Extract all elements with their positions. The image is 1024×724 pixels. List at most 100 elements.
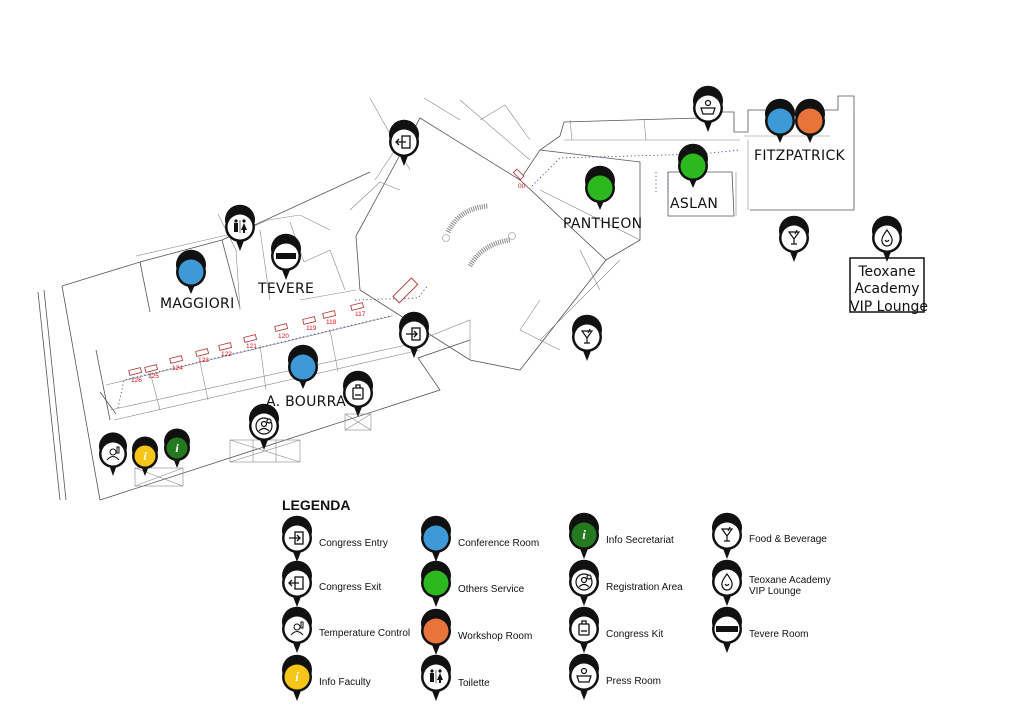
booth: 117 (350, 302, 366, 318)
legend-item: Workshop Room (421, 608, 532, 655)
booth-number: 117 (355, 311, 366, 318)
others-service-pin[interactable] (678, 143, 708, 188)
teoxane-label-line3: VIP Lounge (850, 299, 928, 315)
legend-label: Info Faculty (319, 677, 371, 688)
congress-entry-icon (289, 531, 304, 545)
svg-text:i: i (143, 449, 147, 463)
booth: 121 (243, 334, 257, 350)
legend-item: i Info Secretariat (569, 512, 674, 559)
conference-room-pin[interactable] (176, 249, 206, 294)
legend-label: Congress Kit (606, 629, 663, 640)
legend-label: Teoxane Academy (749, 575, 831, 586)
legend-label: Congress Entry (319, 538, 388, 549)
staircase (442, 203, 516, 268)
legend-label: Workshop Room (458, 631, 532, 642)
booth: 124 (169, 355, 183, 372)
tevere-room-icon (276, 253, 296, 259)
booth-number: 00 (518, 183, 526, 190)
legend-item: Conference Room (421, 515, 539, 562)
legend-item: i Info Faculty (282, 654, 371, 701)
booth: 122 (218, 342, 232, 358)
registration-area-pin[interactable] (249, 403, 279, 450)
legend-item: Congress Kit (569, 606, 663, 653)
congress-kit-icon (352, 384, 364, 400)
press-room-pin[interactable] (693, 85, 723, 132)
teoxane-label-line1: Teoxane (857, 264, 915, 280)
room-label-fitzpatrick: FITZPATRICK (754, 148, 846, 164)
registration-desk (134, 413, 372, 487)
tevere-room-icon (716, 626, 738, 632)
legend-item: Toilette (421, 654, 490, 701)
booth-number: 120 (278, 333, 289, 340)
booth-number: 124 (172, 365, 183, 372)
legend-item: Congress Entry (282, 515, 388, 562)
booth: 125 (144, 364, 159, 380)
food-beverage-pin[interactable] (779, 215, 809, 262)
workshop-room-pin[interactable] (795, 98, 825, 143)
temperature-control-icon (290, 621, 304, 636)
legend-item: Others Service (421, 560, 525, 607)
legend-item: Registration Area (569, 559, 683, 606)
legend-item: Temperature Control (282, 606, 410, 653)
toilette-icon (234, 219, 247, 233)
food-beverage-icon (580, 328, 594, 344)
conference-room-icon (423, 525, 449, 551)
tevere-room-pin[interactable] (271, 233, 301, 280)
legend-label: Conference Room (458, 538, 539, 549)
congress-kit-icon (578, 620, 590, 636)
toilette-pin[interactable] (225, 204, 255, 251)
room-label-pantheon: PANTHEON (563, 216, 642, 232)
congress-kit-pin[interactable] (343, 370, 373, 417)
room-label-maggiori: MAGGIORI (160, 296, 235, 312)
booth-number: 119 (306, 325, 317, 332)
teoxane-lounge-icon (721, 572, 733, 591)
info-secretariat-pin[interactable]: i (164, 428, 190, 468)
booth: 119 (302, 316, 317, 332)
conference-room-pin[interactable] (288, 344, 318, 389)
legend-item: Teoxane Academy VIP Lounge (712, 559, 831, 606)
temperature-control-pin[interactable] (99, 432, 127, 476)
booth-number: 118 (326, 319, 337, 326)
legend-label: Temperature Control (319, 628, 410, 639)
congress-entry-pin[interactable] (399, 311, 429, 358)
press-room-icon (576, 667, 592, 683)
legend-label: Others Service (458, 584, 525, 595)
central-kiosk (392, 277, 419, 304)
booth: 120 (274, 323, 289, 340)
legend-title: LEGENDA (282, 497, 350, 513)
congress-exit-icon (288, 576, 304, 590)
legend-label: Congress Exit (319, 582, 381, 593)
legend-item: Congress Exit (282, 560, 381, 607)
booth-number: 123 (198, 357, 209, 364)
teoxane-label-line2: Academy (854, 281, 919, 297)
teoxane-lounge-pin[interactable] (872, 215, 902, 262)
registration-area-icon (255, 417, 273, 435)
others-service-icon (423, 570, 449, 596)
legend-label-line2: VIP Lounge (749, 586, 802, 597)
booth: 00 (512, 168, 526, 190)
conference-room-pin[interactable] (765, 98, 795, 143)
legend: LEGENDA Congress Entry Congress Exit Tem… (282, 497, 831, 701)
legend-item: Press Room (569, 653, 661, 700)
temperature-control-icon (106, 446, 120, 461)
registration-area-icon (575, 573, 593, 591)
booth-number: 126 (131, 377, 142, 384)
booth-number: 125 (148, 373, 159, 380)
walking-path (117, 149, 741, 409)
others-service-pin[interactable] (585, 165, 615, 210)
info-faculty-pin[interactable]: i (132, 436, 158, 476)
info-faculty-icon: i (295, 669, 299, 684)
room-label-aslan: ASLAN (670, 196, 718, 212)
food-beverage-icon (720, 526, 734, 542)
congress-exit-icon (395, 135, 411, 149)
legend-label: Food & Beverage (749, 534, 827, 545)
booth: 118 (322, 310, 337, 326)
teoxane-lounge-box: Teoxane Academy VIP Lounge (849, 257, 928, 315)
legend-label: Press Room (606, 676, 661, 687)
legend-label: Toilette (458, 678, 490, 689)
food-beverage-pin[interactable] (572, 314, 602, 361)
congress-exit-pin[interactable] (389, 119, 419, 166)
booths: 126 125 124 123 122 121 120 119 118 117 … (128, 168, 526, 487)
congress-entry-icon (406, 327, 421, 341)
